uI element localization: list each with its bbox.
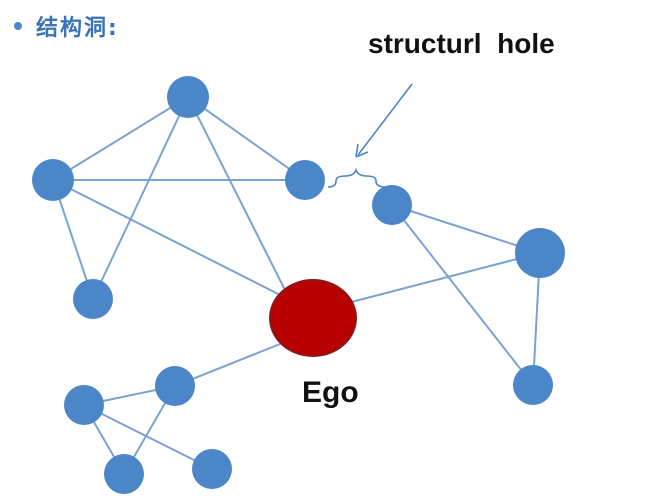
arrow-shaft (357, 83, 413, 156)
edge (391, 204, 541, 254)
edge (52, 179, 291, 301)
nodes (32, 76, 565, 494)
edge (391, 204, 534, 386)
edge (83, 404, 213, 470)
edge (92, 96, 189, 300)
node (64, 385, 104, 425)
ego-node (269, 279, 357, 357)
node (372, 185, 412, 225)
edge (187, 96, 306, 181)
node (192, 449, 232, 489)
node (104, 454, 144, 494)
node (32, 159, 74, 201)
edge (174, 339, 291, 387)
node (515, 228, 565, 278)
edge (52, 96, 189, 181)
edge (339, 252, 541, 306)
bullet-dot-icon (14, 22, 22, 30)
brace-icon (327, 167, 386, 188)
node (167, 76, 209, 118)
arrow-head-icon (355, 143, 369, 158)
node (285, 160, 325, 200)
node (513, 365, 553, 405)
ego-label: Ego (302, 376, 359, 409)
edge (187, 96, 291, 301)
heading-line: 结构洞: (14, 6, 119, 46)
node (155, 366, 195, 406)
structural-hole-marker (327, 83, 413, 188)
heading-title: 结构洞: (36, 16, 119, 41)
structural-hole-label: structurl hole (368, 28, 555, 59)
node (73, 279, 113, 319)
